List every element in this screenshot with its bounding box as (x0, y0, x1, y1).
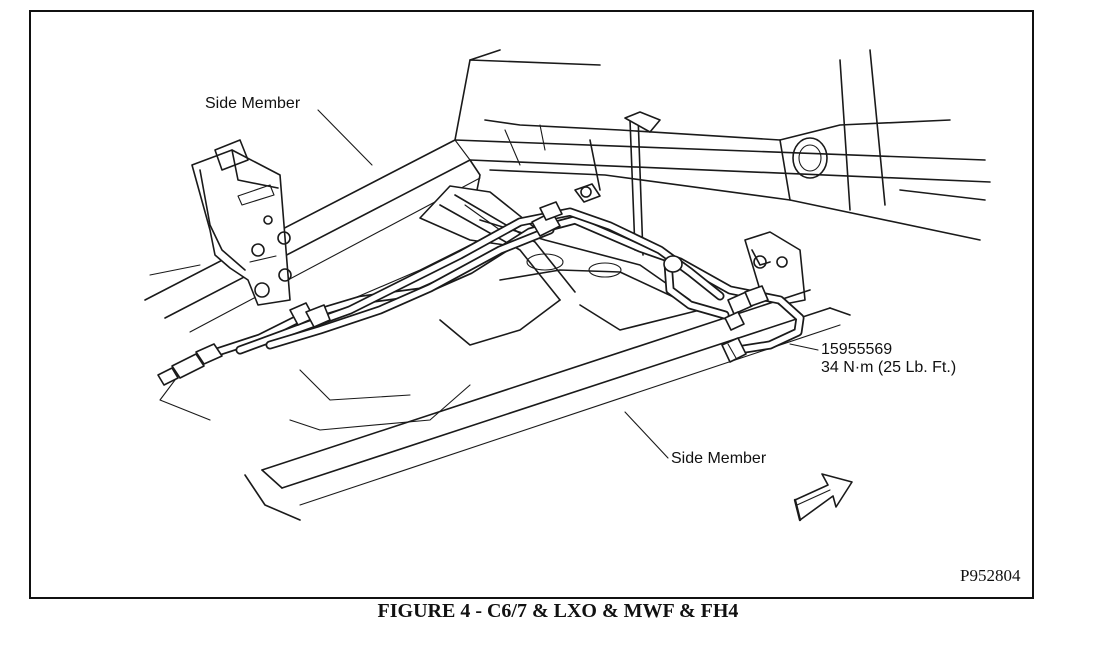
figure-frame (29, 10, 1034, 599)
pipe-fittings (157, 201, 769, 386)
side-member-label-bottom: Side Member (671, 450, 767, 467)
arrow-right-icon (793, 473, 853, 522)
figure-caption: FIGURE 4 - C6/7 & LXO & MWF & FH4 (377, 600, 739, 622)
mounting-bracket-left (191, 139, 292, 306)
figure-code: P952804 (960, 566, 1021, 585)
grommet-plug (792, 137, 828, 179)
cross-member-upper (454, 49, 986, 256)
torque-spec-label: 34 N·m (25 Lb. Ft.) (821, 359, 957, 376)
part-number-label: 15955569 (821, 341, 893, 358)
side-member-label-top: Side Member (205, 95, 301, 112)
leader-lines (317, 109, 819, 459)
